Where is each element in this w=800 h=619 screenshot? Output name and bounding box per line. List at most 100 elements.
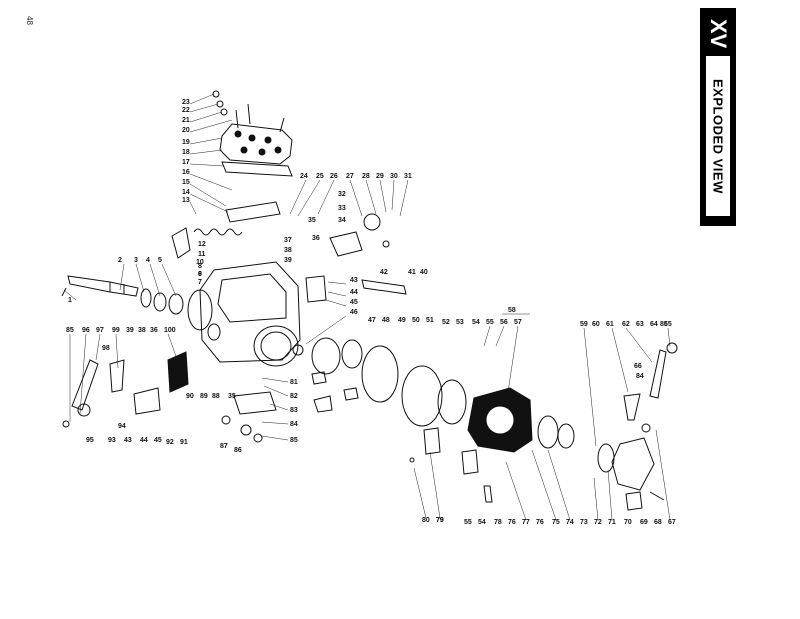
callout-35b: 35 (228, 393, 236, 400)
callout-7: 7 (198, 279, 202, 286)
callout-64: 64 (650, 321, 658, 328)
callout-45: 45 (350, 299, 358, 306)
callout-19: 19 (182, 139, 190, 146)
callout-21: 21 (182, 117, 190, 124)
callout-76b: 76 (508, 519, 516, 526)
callout-55: 55 (486, 319, 494, 326)
callout-43b: 43 (124, 437, 132, 444)
plate-part (305, 275, 327, 303)
inlet-fitting-part (649, 349, 667, 399)
callout-24: 24 (300, 173, 308, 180)
callout-54b: 54 (478, 519, 486, 526)
o-ring-part (597, 443, 615, 473)
callout-20: 20 (182, 127, 190, 134)
shoe-part (313, 395, 333, 413)
hydraulic-head-part (467, 387, 575, 453)
callout-36b: 36 (150, 327, 158, 334)
callout-82: 82 (290, 393, 298, 400)
callout-45b: 45 (154, 437, 162, 444)
callout-13: 13 (182, 197, 190, 204)
screw-part (649, 491, 665, 501)
callout-62: 62 (622, 321, 630, 328)
callout-44b: 44 (140, 437, 148, 444)
callout-93: 93 (108, 437, 116, 444)
callout-94: 94 (118, 423, 126, 430)
callout-74: 74 (566, 519, 574, 526)
callout-70: 70 (624, 519, 632, 526)
callout-61: 61 (606, 321, 614, 328)
callout-labels: 1 2 3 4 5 6 7 8 9 10 11 12 13 14 15 16 1… (66, 99, 676, 526)
callout-53: 53 (456, 319, 464, 326)
callout-67: 67 (668, 519, 676, 526)
advance-lever-part (71, 359, 99, 411)
screw-part (483, 485, 493, 503)
callout-3: 3 (134, 257, 138, 264)
callout-43: 43 (350, 277, 358, 284)
callout-52: 52 (442, 319, 450, 326)
callout-63: 63 (636, 321, 644, 328)
callout-78: 78 (494, 519, 502, 526)
callout-25: 25 (316, 173, 324, 180)
callout-1: 1 (68, 297, 72, 304)
callout-92: 92 (166, 439, 174, 446)
callout-41: 41 (408, 269, 416, 276)
segment-part (423, 427, 441, 455)
callout-37: 37 (284, 237, 292, 244)
callout-75: 75 (552, 519, 560, 526)
fitting-part (623, 393, 641, 421)
callout-66: 66 (634, 363, 642, 370)
callout-54: 54 (472, 319, 480, 326)
callout-8: 8 (198, 263, 202, 270)
callout-59: 59 (580, 321, 588, 328)
callout-57: 57 (514, 319, 522, 326)
drive-shaft-part (61, 275, 184, 315)
throttle-lever-part (171, 227, 191, 259)
callout-56: 56 (500, 319, 508, 326)
part-drawings (61, 103, 667, 511)
callout-98: 98 (102, 345, 110, 352)
callout-18: 18 (182, 149, 190, 156)
callout-87: 87 (220, 443, 228, 450)
callout-29: 29 (376, 173, 384, 180)
callout-6: 6 (198, 271, 202, 278)
callout-79: 79 (436, 517, 444, 524)
callout-35: 35 (308, 217, 316, 224)
callout-10: 10 (196, 259, 204, 266)
callout-85: 85 (290, 437, 298, 444)
pump-plate-part (167, 351, 189, 393)
bracket-part (109, 359, 125, 393)
callout-38: 38 (284, 247, 292, 254)
callout-68: 68 (654, 519, 662, 526)
callout-4: 4 (146, 257, 150, 264)
callout-39: 39 (284, 257, 292, 264)
callout-44: 44 (350, 289, 358, 296)
callout-90: 90 (186, 393, 194, 400)
callout-2: 2 (118, 257, 122, 264)
callout-49: 49 (398, 317, 406, 324)
callout-71: 71 (608, 519, 616, 526)
callout-51: 51 (426, 317, 434, 324)
callout-55b: 55 (464, 519, 472, 526)
shoe-part (343, 387, 359, 401)
callout-73: 73 (580, 519, 588, 526)
callout-23: 23 (182, 99, 190, 106)
callout-86: 86 (234, 447, 242, 454)
callout-11: 11 (198, 251, 206, 258)
leader-lines (63, 93, 671, 521)
callout-38b: 38 (138, 327, 146, 334)
small-hardware (62, 90, 678, 463)
cam-ring-assembly-part (311, 337, 467, 427)
callout-99: 99 (112, 327, 120, 334)
callout-60: 60 (592, 321, 600, 328)
callout-79b: 79 (436, 517, 444, 524)
callout-39b: 39 (126, 327, 134, 334)
callout-28: 28 (362, 173, 370, 180)
callout-48: 48 (382, 317, 390, 324)
callout-40: 40 (420, 269, 428, 276)
callout-27: 27 (346, 173, 354, 180)
end-plate-part (611, 437, 655, 491)
callout-72: 72 (594, 519, 602, 526)
callout-81: 81 (290, 379, 298, 386)
callout-95: 95 (86, 437, 94, 444)
